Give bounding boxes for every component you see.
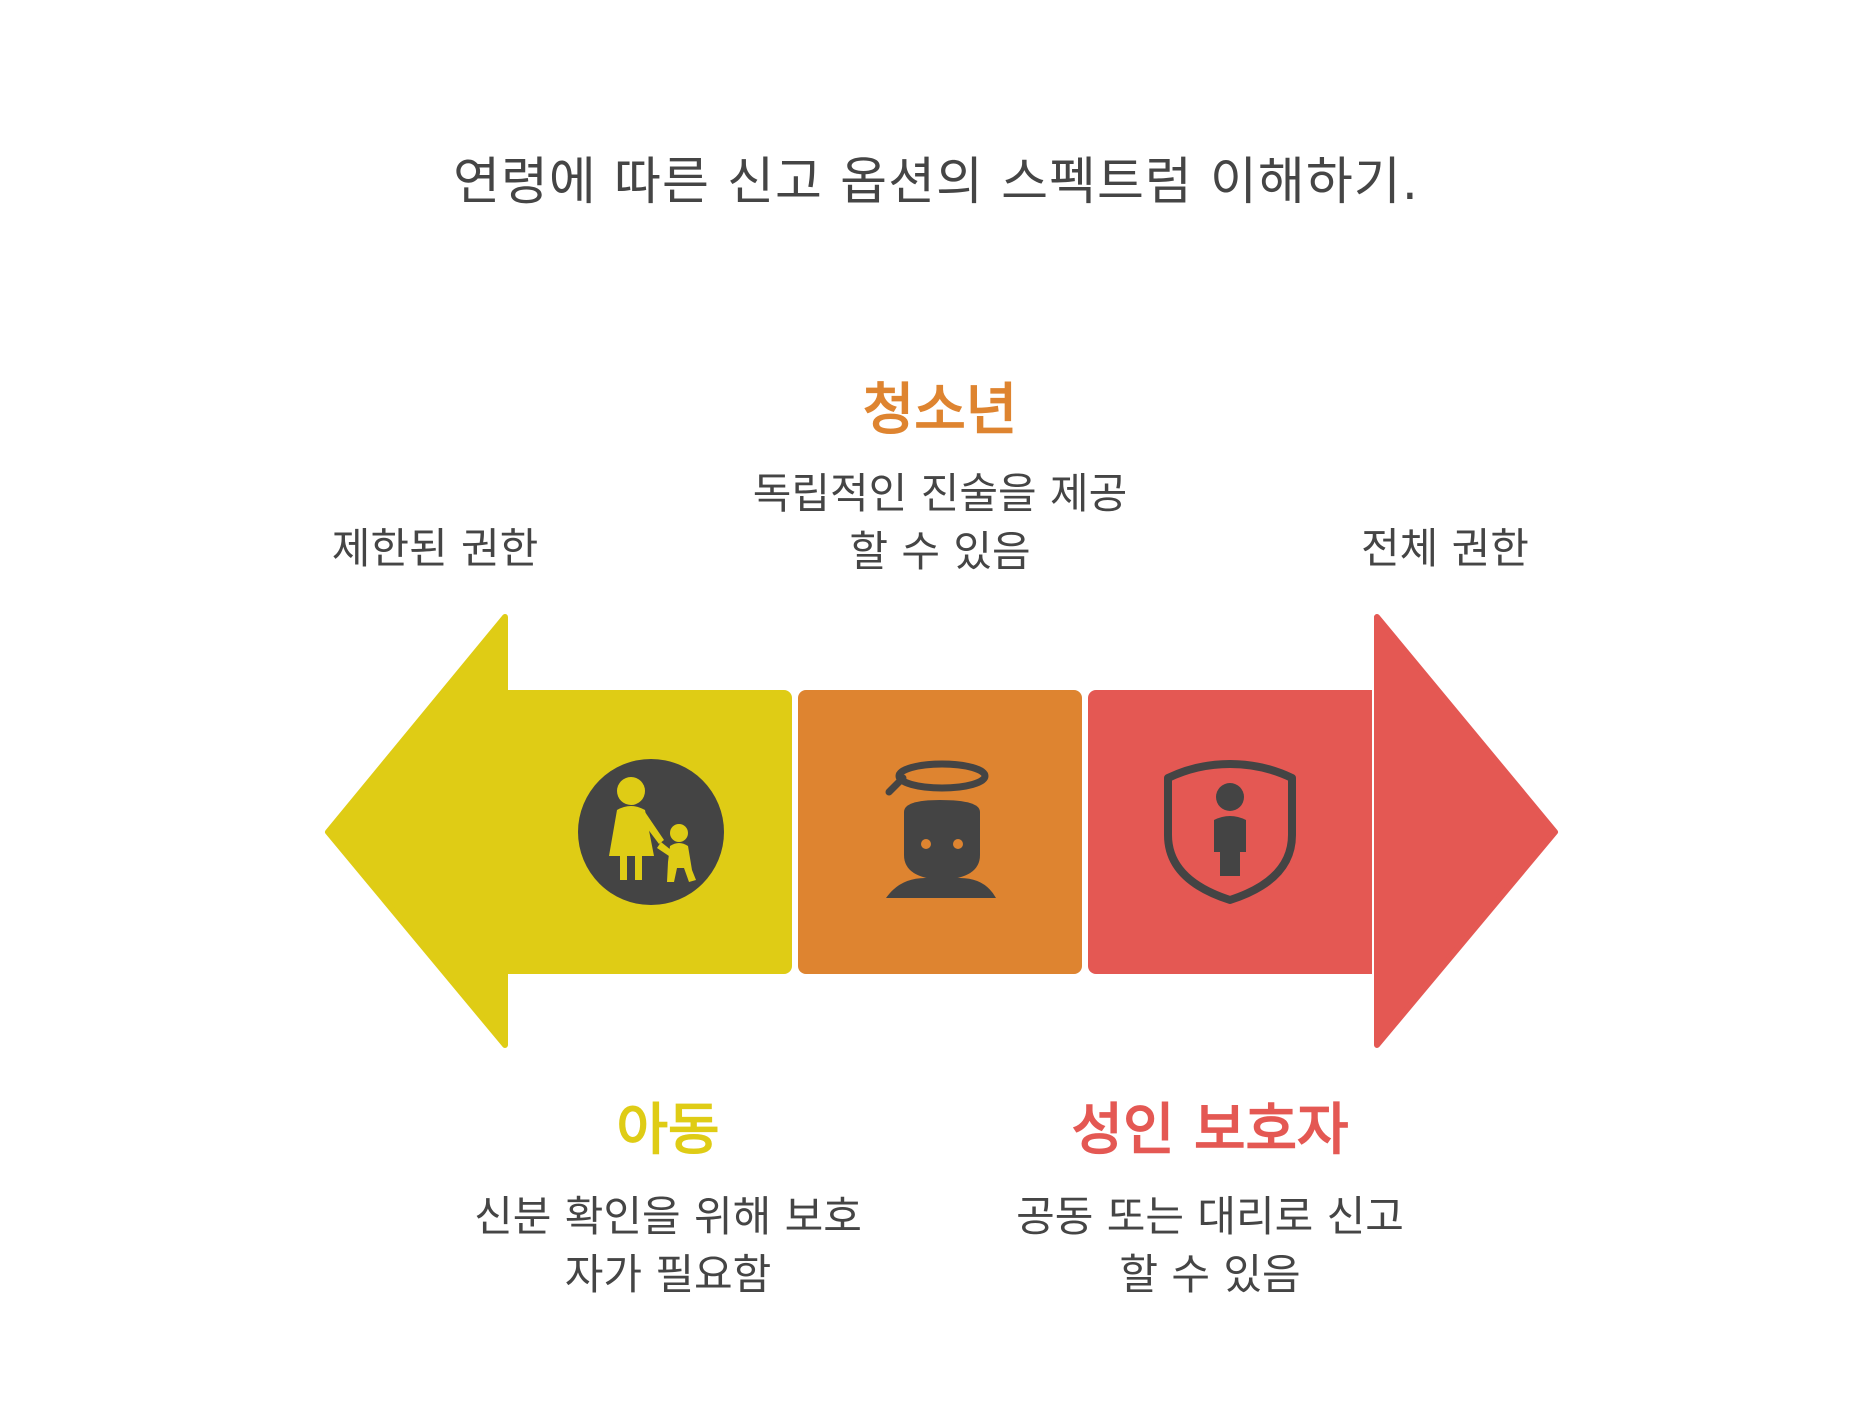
- left-edge-label: 제한된 권한: [331, 524, 539, 573]
- adult-guardian-description-line1: 공동 또는 대리로 신고: [1016, 1192, 1404, 1241]
- adult-guardian-description: 공동 또는 대리로 신고 할 수 있음: [960, 1188, 1460, 1304]
- teen-description-line2: 할 수 있음: [849, 527, 1031, 576]
- teen-heading: 청소년: [862, 378, 1018, 443]
- right-arrow-head: [1374, 614, 1558, 1048]
- adult-guardian-description-line2: 할 수 있음: [1119, 1250, 1301, 1299]
- teen-description-line1: 독립적인 진술을 제공: [752, 469, 1128, 518]
- page-title: 연령에 따른 신고 옵션의 스펙트럼 이해하기.: [453, 153, 1419, 212]
- teen-head-icon: [885, 760, 996, 898]
- left-arrow-head: [325, 614, 508, 1048]
- child-description-line1: 신분 확인을 위해 보호: [474, 1192, 862, 1241]
- child-description: 신분 확인을 위해 보호 자가 필요함: [418, 1188, 918, 1304]
- adult-guardian-heading: 성인 보호자: [1071, 1098, 1349, 1163]
- child-description-line2: 자가 필요함: [564, 1250, 772, 1299]
- right-edge-label: 전체 권한: [1361, 524, 1529, 573]
- parent-child-icon: [578, 759, 724, 905]
- child-heading: 아동: [616, 1098, 720, 1163]
- teen-description: 독립적인 진술을 제공 할 수 있음: [690, 465, 1190, 581]
- shield-person-icon: [1164, 760, 1296, 904]
